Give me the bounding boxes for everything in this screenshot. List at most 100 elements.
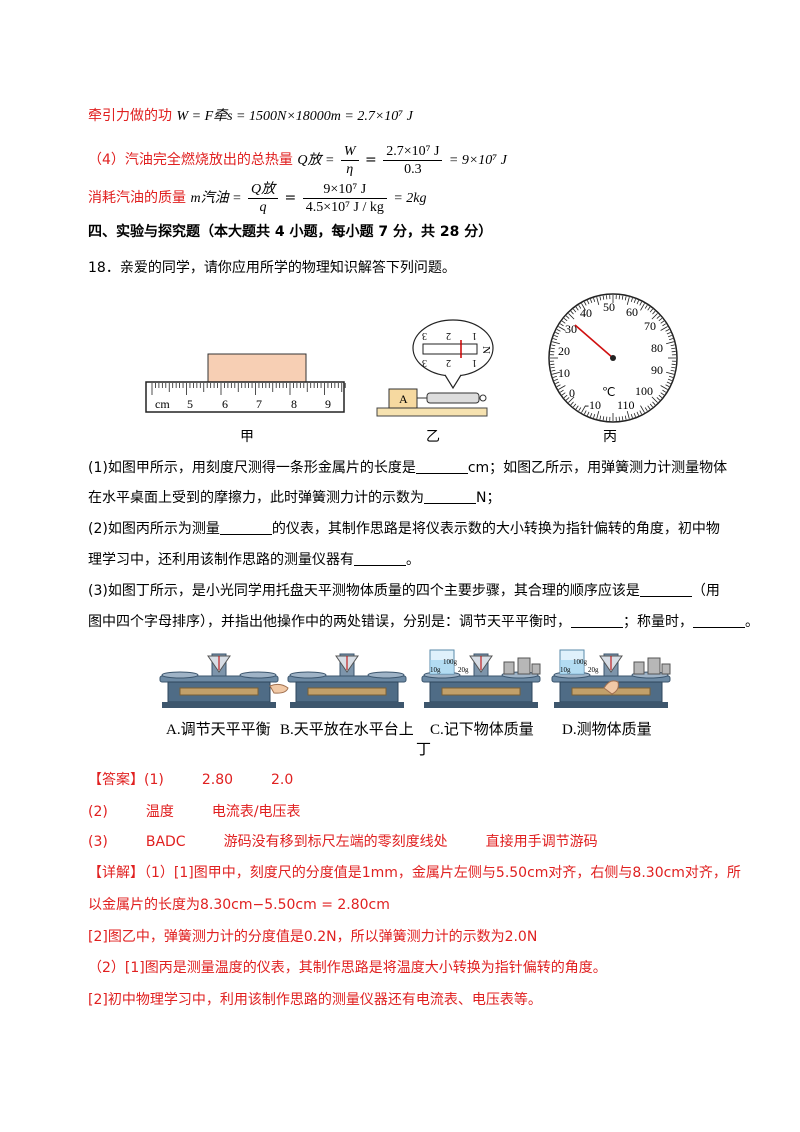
part3-blank-3 xyxy=(693,613,745,628)
part3-text-c: 图中四个字母排序），并指出他操作中的两处错误，分别是：调节天平平衡时， xyxy=(88,614,571,630)
mass-num-2: 9×10⁷ J xyxy=(302,181,387,199)
part1-line1: (1)如图甲所示，用刻度尺测得一条形金属片的长度是 cm；如图乙所示，用弹簧测力计… xyxy=(88,458,727,478)
mass-den-2: 4.5×10⁷ J / kg xyxy=(305,199,384,215)
balance-figure-row: 100g 10g 20g 100g 10g 20g A.调节天平平衡 B.天平放… xyxy=(158,646,678,758)
balance-caption-d: D.测物体质量 xyxy=(562,722,652,738)
balance-c xyxy=(421,649,541,708)
answer-3-num: (3) xyxy=(88,834,108,850)
metal-strip xyxy=(207,353,307,385)
heat-rhs: = 9×10⁷ J xyxy=(448,153,507,168)
heat-den-1: η xyxy=(346,161,354,177)
gauge-pivot xyxy=(610,355,616,361)
balance-b xyxy=(287,653,407,708)
heat-label: （4）汽油完全燃烧放出的总热量 xyxy=(88,152,293,168)
gauge-num-50: 50 xyxy=(603,300,615,314)
gauge-num-30: 30 xyxy=(565,322,577,336)
balance-a xyxy=(159,653,289,708)
heat-den-2: 0.3 xyxy=(404,161,422,177)
balance-caption-c: C.记下物体质量 xyxy=(430,722,534,738)
weight-label-c-100g: 100g xyxy=(443,658,458,666)
figure-bing-label: 丙 xyxy=(603,430,617,445)
gauge-num-minus10: -10 xyxy=(585,398,601,412)
heat-lhs: Q放 = xyxy=(297,153,335,168)
part1-blank-2 xyxy=(424,489,476,504)
answer-row-3: (3) BADC 游码没有移到标尺左端的零刻度线处 直接用手调节游码 xyxy=(88,832,598,852)
mass-num-1: Q放 xyxy=(247,181,279,199)
gauge-num-60: 60 xyxy=(626,305,638,319)
part1-text-a: (1)如图甲所示，用刻度尺测得一条形金属片的长度是 xyxy=(88,460,416,476)
part1-text-c: 在水平桌面上受到的摩擦力，此时弹簧测力计的示数为 xyxy=(88,490,424,506)
weight-label-d-100g: 100g xyxy=(573,658,588,666)
gauge-num-70: 70 xyxy=(644,319,656,333)
question-stem: 18．亲爱的同学，请你应用所学的物理知识解答下列问题。 xyxy=(88,260,456,276)
mass-label: 消耗汽油的质量 xyxy=(88,190,186,206)
balance-caption-b: B.天平放在水平台上 xyxy=(280,722,414,738)
work-label: 牵引力做的功 xyxy=(88,108,172,124)
answer-2-value-1: 温度 xyxy=(145,804,174,820)
weight-label-d-20g: 20g xyxy=(588,666,599,674)
part1-text-b: cm；如图乙所示，用弹簧测力计测量物体 xyxy=(467,460,728,476)
ruler-unit: cm xyxy=(155,397,170,411)
mass-rhs: = 2kg xyxy=(393,191,427,206)
answer-3-value-2: 游码没有移到标尺左端的零刻度线处 xyxy=(223,834,448,850)
spring-bottom-2: 2 xyxy=(446,357,451,368)
answer-1-value-1: 2.80 xyxy=(201,772,234,788)
balance-d xyxy=(551,649,671,708)
work-formula: W = F牵s = 1500N×18000m = 2.7×10⁷ J xyxy=(176,109,413,124)
detail-line-5: [2]初中物理学习中，利用该制作思路的测量仪器还有电流表、电压表等。 xyxy=(88,992,542,1008)
gauge-num-90: 90 xyxy=(651,363,663,377)
table-surface xyxy=(376,407,488,417)
weight-label-c-10g: 10g xyxy=(430,666,441,674)
heat-num-2: 2.7×10⁷ J xyxy=(383,143,443,161)
part3-blank-1 xyxy=(639,582,692,597)
detail-line-4: （2）[1]图丙是测量温度的仪表，其制作思路是将温度大小转换为指针偏转的角度。 xyxy=(88,960,607,976)
gauge-num-80: 80 xyxy=(651,341,663,355)
heat-num-1: W xyxy=(340,143,359,161)
figure-ding-label: 丁 xyxy=(416,742,432,758)
part2-blank-2 xyxy=(354,551,406,566)
section-heading: 四、实验与探究题（本大题共 4 小题，每小题 7 分，共 28 分） xyxy=(88,224,493,240)
spring-top-2: 2 xyxy=(446,330,451,341)
ruler-tick-7: 7 xyxy=(256,397,262,411)
part3-text-b: （用 xyxy=(691,583,720,599)
gauge-num-10: 10 xyxy=(558,366,570,380)
heat-eq: = xyxy=(365,152,377,168)
part2-text-b: 的仪表，其制作思路是将仪表示数的大小转换为指针偏转的角度，初中物 xyxy=(271,521,720,537)
detail-line-1: 【详解】（1）[1]图甲中，刻度尺的分度值是1mm，金属片左侧与5.50cm对齐… xyxy=(88,863,741,883)
ruler-tick-6: 6 xyxy=(222,397,228,411)
answer-tag: 【答案】 xyxy=(88,772,144,788)
gauge-num-110: 110 xyxy=(617,398,635,412)
answer-3-value-1: BADC xyxy=(145,834,186,850)
answer-1-value-2: 2.0 xyxy=(271,772,294,788)
gauge-num-40: 40 xyxy=(580,306,592,320)
work-line: 牵引力做的功 W = F牵s = 1500N×18000m = 2.7×10⁷ … xyxy=(88,106,413,127)
gauge-unit: ℃ xyxy=(602,385,615,399)
spring-top-3: 3 xyxy=(422,330,427,341)
weight-label-c-20g: 20g xyxy=(458,666,469,674)
part1-text-d: N； xyxy=(476,490,501,506)
block-a-label: A xyxy=(399,392,408,406)
spring-top-1: 1 xyxy=(472,330,477,341)
part3-line2: 图中四个字母排序），并指出他操作中的两处错误，分别是：调节天平平衡时，；称量时，… xyxy=(88,612,759,632)
spring-scale-figure: 3 2 1 3 2 1 N A xyxy=(376,319,494,417)
detail-line-2: 以金属片的长度为8.30cm−5.50cm = 2.80cm xyxy=(88,897,390,913)
detail-tag: 【详解】 xyxy=(88,865,144,881)
answer-3-value-3: 直接用手调节游码 xyxy=(485,834,598,850)
mass-lhs: m汽油 = xyxy=(190,191,242,206)
gauge-num-0: 0 xyxy=(569,386,575,400)
part2-blank-1 xyxy=(219,520,272,535)
part2-text-c: 理学习中，还利用该制作思路的测量仪器有 xyxy=(88,552,354,568)
ruler-figure: cm 5 6 7 8 9 xyxy=(145,353,346,413)
spring-unit: N xyxy=(480,346,492,354)
gauge-num-20: 20 xyxy=(558,344,570,358)
figure-yi-label: 乙 xyxy=(426,430,440,445)
part2-line2: 理学习中，还利用该制作思路的测量仪器有。 xyxy=(88,550,420,570)
part3-text-e: 。 xyxy=(745,614,759,630)
